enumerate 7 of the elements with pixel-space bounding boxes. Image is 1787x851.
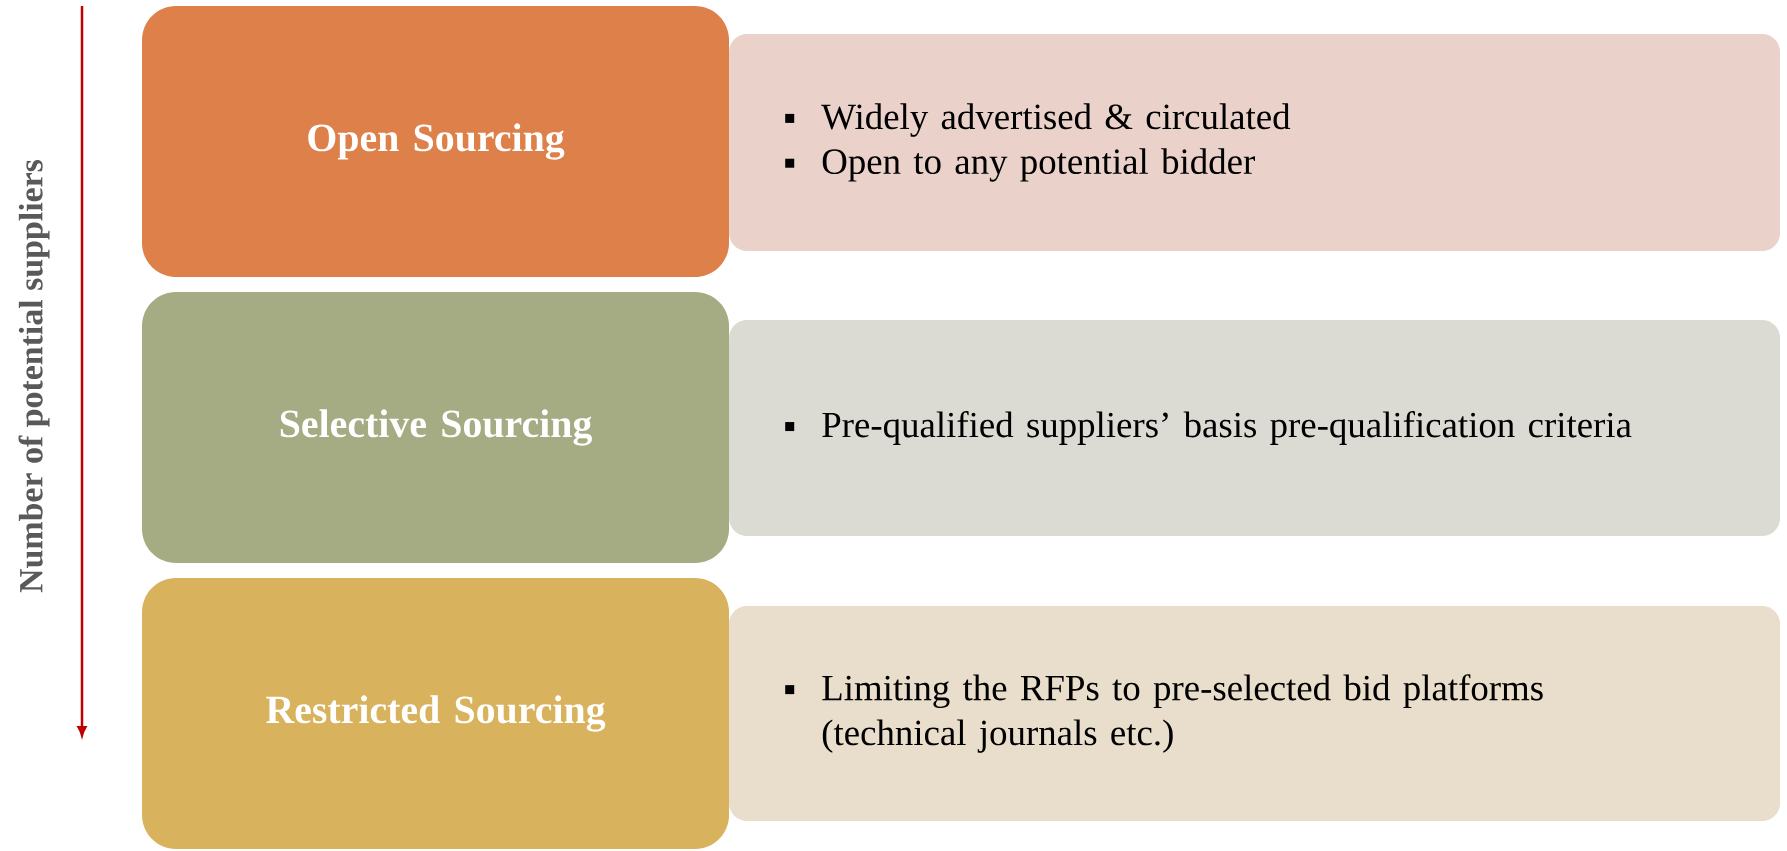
axis-label: Number of potential suppliers [18, 159, 50, 593]
description-panel: Limiting the RFPs to pre-selected bid platforms (technical journals etc.) [729, 606, 1780, 821]
category-box: Restricted Sourcing [142, 578, 729, 849]
category-box: Open Sourcing [142, 6, 729, 277]
category-box: Selective Sourcing [142, 292, 729, 563]
description-panel: Widely advertised & circulated Open to any potential bidder [729, 34, 1780, 251]
description-panel: Pre-qualified suppliers’ basis pre-qualification criteria [729, 320, 1780, 536]
